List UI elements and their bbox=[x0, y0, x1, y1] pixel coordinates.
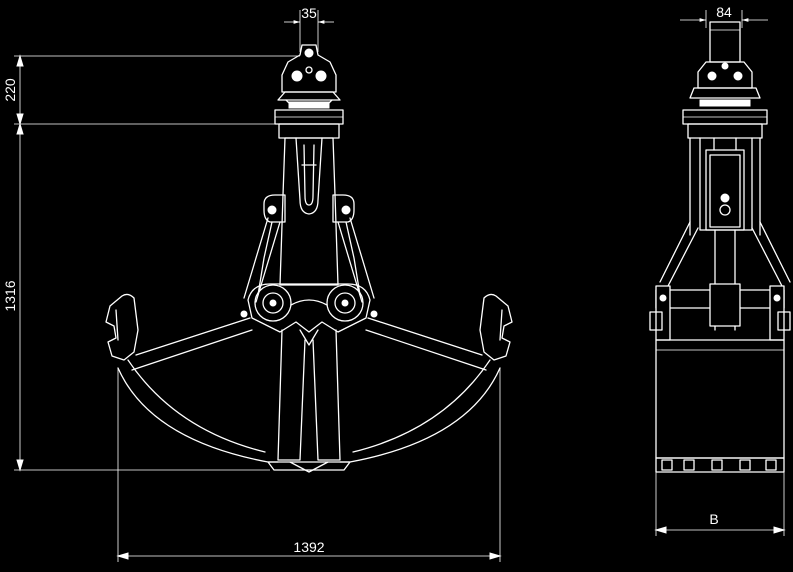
dim-label-1392: 1392 bbox=[293, 539, 324, 555]
front-column bbox=[263, 137, 355, 286]
front-view bbox=[105, 44, 513, 473]
dim-label-84: 84 bbox=[716, 4, 732, 20]
side-crossbeam bbox=[649, 283, 791, 341]
side-view bbox=[649, 21, 791, 473]
front-left-shell bbox=[105, 293, 279, 463]
side-rods bbox=[659, 221, 791, 331]
dimension-220: 220 bbox=[2, 54, 300, 126]
dim-label-B: B bbox=[709, 511, 718, 527]
front-rotator bbox=[274, 109, 344, 139]
dim-label-35: 35 bbox=[301, 5, 317, 21]
dimension-1392: 1392 bbox=[116, 368, 502, 562]
dimension-1316: 1316 bbox=[2, 122, 270, 472]
front-pin-lug bbox=[277, 44, 341, 109]
dimension-84: 84 bbox=[680, 4, 768, 28]
dim-label-1316: 1316 bbox=[2, 280, 18, 311]
dimension-35: 35 bbox=[284, 5, 334, 52]
front-hinge bbox=[240, 283, 378, 333]
side-pin-lug bbox=[689, 21, 761, 107]
side-column bbox=[689, 137, 761, 236]
side-shell bbox=[655, 339, 785, 473]
dimension-B: B bbox=[654, 472, 786, 536]
side-rotator bbox=[682, 109, 768, 139]
front-cutting-edge bbox=[267, 461, 351, 473]
dim-label-220: 220 bbox=[2, 78, 18, 102]
side-teeth bbox=[661, 459, 777, 471]
front-rods bbox=[243, 217, 375, 303]
front-right-shell bbox=[339, 293, 513, 463]
front-shell-arms bbox=[277, 329, 341, 461]
